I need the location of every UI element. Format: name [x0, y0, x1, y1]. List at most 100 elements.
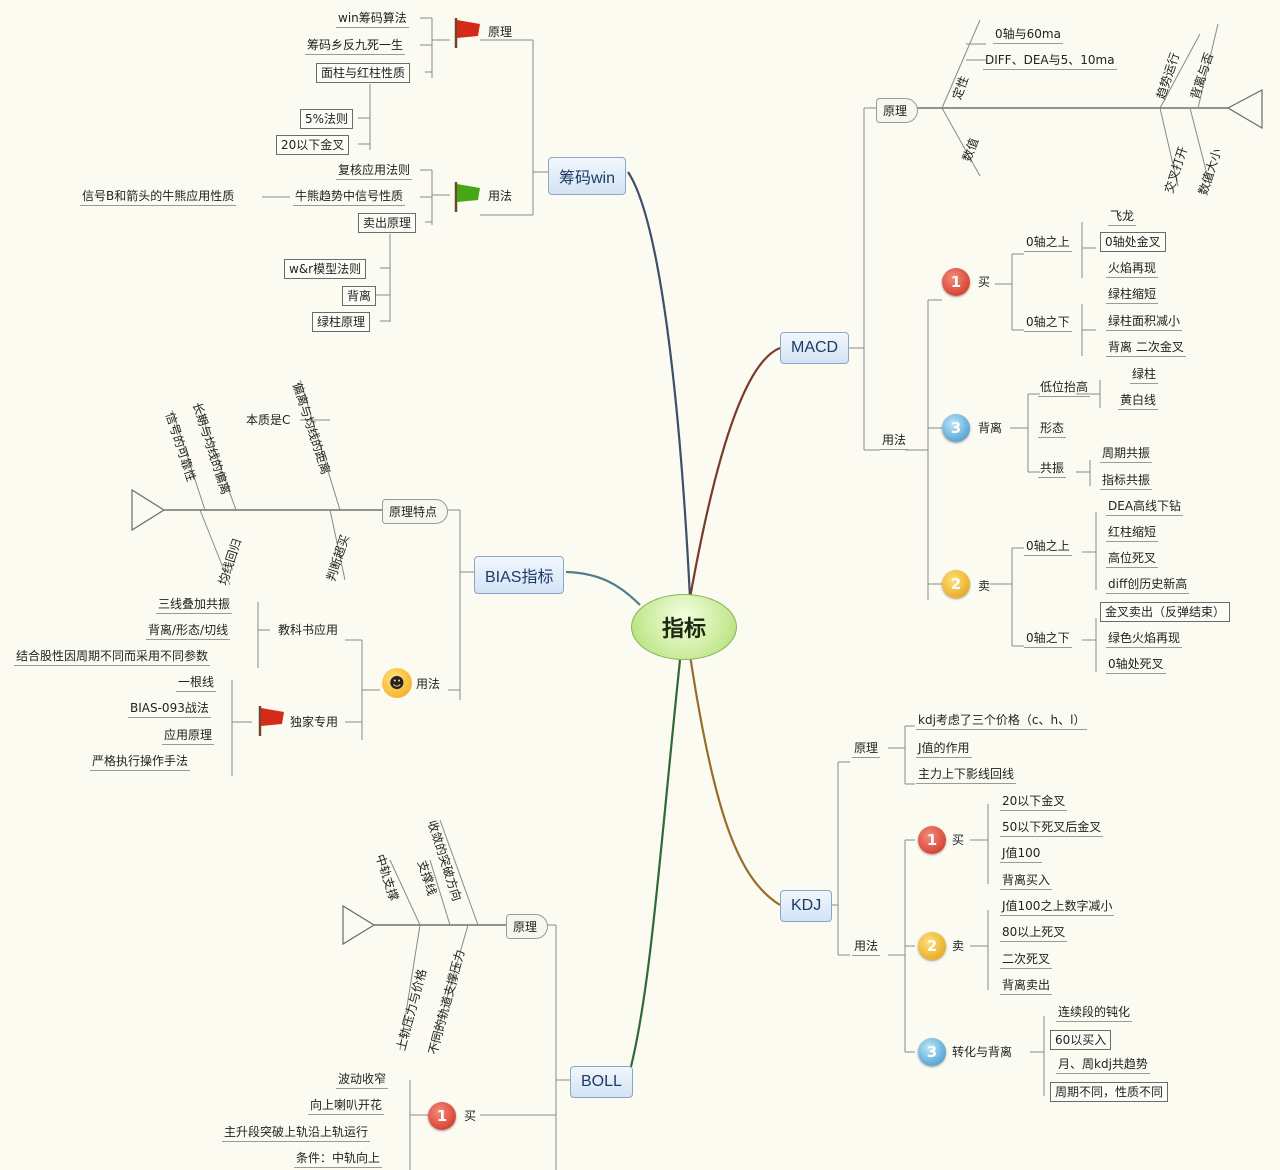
kdj-sell-item: 二次死叉: [1000, 951, 1053, 969]
boll-buy-item: 向上喇叭开花: [308, 1097, 385, 1115]
bias-teaching-label: 教科书应用: [278, 623, 339, 637]
kdj-yongfa-label: 用法: [852, 938, 881, 956]
kdj-sell-item: J值100之上数字减小: [1000, 898, 1115, 916]
red-flag-icon: [454, 18, 480, 48]
number-text: 2: [926, 937, 938, 955]
win-yongfa-item: 复核应用法则: [336, 162, 413, 180]
macd-diverge-label: 背离: [978, 421, 1003, 435]
kdj-trans-item: 连续段的钝化: [1056, 1004, 1133, 1022]
bias-teaching-item: 三线叠加共振: [156, 596, 233, 614]
kdj-buy-item: 50以下死叉后金叉: [1000, 819, 1104, 837]
win-yongfa-sub: 绿柱原理: [312, 312, 371, 332]
number-text: 3: [950, 419, 962, 437]
topic-bias-label: BIAS指标: [485, 569, 554, 586]
kdj-trans-item: 月、周kdj共趋势: [1056, 1056, 1150, 1074]
win-yongfa-note: 信号B和箭头的牛熊应用性质: [80, 188, 237, 206]
bias-special-item: BIAS-093战法: [128, 700, 211, 718]
macd-buy-item: 绿柱缩短: [1106, 286, 1159, 304]
macd-yuanli-item: DIFF、DEA与5、10ma: [983, 52, 1117, 70]
topic-win[interactable]: 筹码win: [548, 157, 627, 195]
boll-buy-label: 买: [464, 1109, 477, 1123]
number-one-icon: 1: [918, 826, 946, 854]
boll-yuanli-label: 原理: [513, 920, 538, 934]
kdj-yuanli-item: J值的作用: [916, 740, 972, 758]
boll-yuanli-node[interactable]: 原理: [506, 914, 549, 939]
boll-buy-item: 波动收窄: [336, 1071, 389, 1089]
macd-diverge-sub: 周期共振: [1100, 445, 1153, 463]
macd-diverge-sub: 绿柱: [1130, 366, 1159, 384]
smiley-icon: ☻: [382, 668, 412, 698]
macd-yuanli-node[interactable]: 原理: [876, 98, 919, 123]
bias-special-label: 独家专用: [290, 715, 339, 729]
macd-sell-item: 红柱缩短: [1106, 524, 1159, 542]
center-topic[interactable]: 指标: [631, 594, 737, 660]
bias-teaching-item: 背离/形态/切线: [146, 622, 231, 640]
macd-sell-item: diff创历史新高: [1106, 576, 1190, 594]
red-flag-icon: [258, 706, 284, 736]
macd-diverge-item: 形态: [1038, 420, 1067, 438]
bias-yuanli-node[interactable]: 原理特点: [382, 499, 449, 524]
boll-buy-item: 条件：中轨向上: [294, 1150, 383, 1168]
win-yongfa-label: 用法: [488, 189, 513, 203]
number-text: 1: [436, 1107, 448, 1125]
macd-yongfa-label: 用法: [880, 432, 909, 450]
win-yuanli-label: 原理: [488, 25, 513, 39]
kdj-sell-item: 背离卖出: [1000, 977, 1053, 995]
win-yuanli-item: win筹码算法: [336, 10, 409, 28]
kdj-trans-item: 60以买入: [1050, 1030, 1112, 1050]
bias-yuanli-label: 原理特点: [389, 505, 438, 519]
win-yongfa-item: 卖出原理: [358, 213, 417, 233]
macd-sell-above-label: 0轴之上: [1024, 538, 1072, 556]
macd-diverge-sub: 指标共振: [1100, 472, 1153, 490]
win-yongfa-sub: w&r模型法则: [284, 259, 367, 279]
number-text: 1: [926, 831, 938, 849]
win-yuanli-sub: 20以下金叉: [276, 135, 350, 155]
win-yuanli-sub: 5%法则: [300, 109, 354, 129]
kdj-yuanli-label: 原理: [852, 740, 881, 758]
number-text: 1: [950, 273, 962, 291]
number-three-icon: 3: [942, 414, 970, 442]
macd-buy-item: 火焰再现: [1106, 260, 1159, 278]
macd-yuanli-item: 0轴与60ma: [993, 26, 1063, 44]
topic-macd-label: MACD: [791, 339, 839, 356]
number-three-icon: 3: [918, 1038, 946, 1066]
macd-diverge-sub: 黄白线: [1118, 392, 1159, 410]
macd-sell-item: 高位死叉: [1106, 550, 1159, 568]
boll-buy-item: 主升段突破上轨沿上轨运行: [222, 1124, 371, 1142]
topic-macd[interactable]: MACD: [780, 332, 850, 364]
bias-teaching-item: 结合股性因周期不同而采用不同参数: [14, 648, 211, 666]
kdj-sell-label: 卖: [952, 939, 965, 953]
kdj-buy-item: J值100: [1000, 845, 1043, 863]
topic-kdj-label: KDJ: [791, 897, 822, 914]
bias-top-item: 本质是C: [246, 413, 291, 427]
bias-special-item: 一根线: [176, 674, 217, 692]
macd-yuanli-label: 原理: [883, 104, 908, 118]
topic-boll-label: BOLL: [581, 1073, 622, 1090]
win-yongfa-item: 牛熊趋势中信号性质: [293, 188, 406, 206]
bias-special-item: 应用原理: [162, 727, 215, 745]
topic-bias[interactable]: BIAS指标: [474, 556, 565, 594]
topic-win-label: 筹码win: [559, 170, 616, 187]
macd-buy-item: 飞龙: [1108, 208, 1137, 226]
number-one-icon: 1: [942, 268, 970, 296]
macd-buy-item: 0轴处金叉: [1100, 232, 1166, 252]
number-two-icon: 2: [918, 932, 946, 960]
bias-special-item: 严格执行操作手法: [90, 753, 191, 771]
macd-sell-item: 0轴处死叉: [1106, 656, 1166, 674]
win-yongfa-sub: 背离: [342, 286, 377, 306]
number-text: 3: [926, 1043, 938, 1061]
macd-sell-label: 卖: [978, 579, 991, 593]
topic-boll[interactable]: BOLL: [570, 1066, 633, 1098]
macd-diverge-item: 共振: [1038, 460, 1067, 478]
kdj-buy-item: 背离买入: [1000, 872, 1053, 890]
green-flag-icon: [454, 182, 480, 212]
macd-sell-item: 金叉卖出（反弹结束）: [1100, 602, 1231, 622]
macd-buy-above-label: 0轴之上: [1024, 234, 1072, 252]
kdj-sell-item: 80以上死叉: [1000, 924, 1068, 942]
number-text: 2: [950, 575, 962, 593]
macd-sell-item: 绿色火焰再现: [1106, 630, 1183, 648]
center-label: 指标: [661, 617, 706, 642]
macd-diverge-item: 低位抬高: [1038, 379, 1091, 397]
macd-buy-below-label: 0轴之下: [1024, 314, 1072, 332]
topic-kdj[interactable]: KDJ: [780, 890, 833, 922]
